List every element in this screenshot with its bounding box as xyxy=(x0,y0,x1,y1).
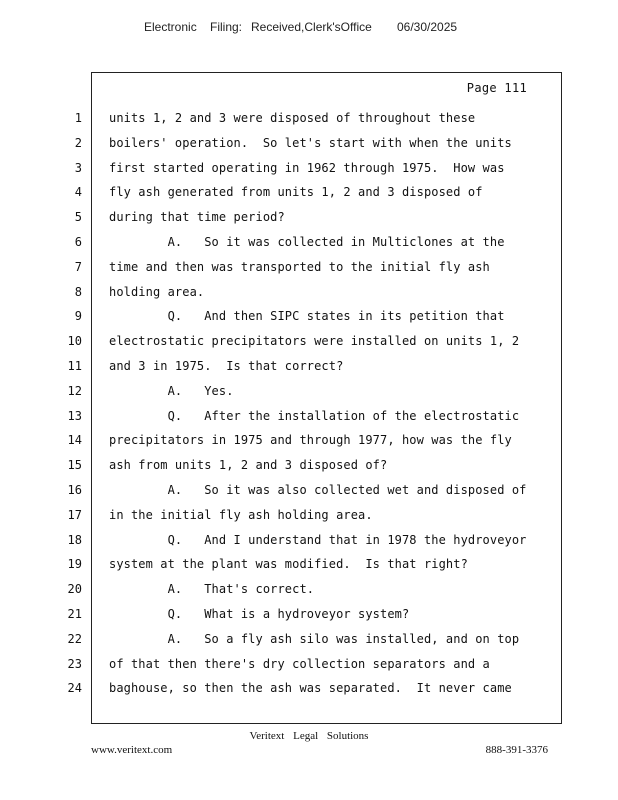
line-number: 1 xyxy=(74,111,82,125)
filing-header: Electronic Filing: Received,Clerk'sOffic… xyxy=(0,20,618,38)
transcript-line: ash from units 1, 2 and 3 disposed of? xyxy=(109,458,388,472)
transcript-page-frame: Page 111 xyxy=(91,72,562,724)
line-number: 17 xyxy=(67,508,82,522)
line-number: 10 xyxy=(67,334,82,348)
page-number: Page 111 xyxy=(466,81,527,95)
transcript-line: electrostatic precipitators were install… xyxy=(109,334,520,348)
line-number: 23 xyxy=(67,657,82,671)
transcript-line: Q. What is a hydroveyor system? xyxy=(109,607,410,621)
transcript-line: system at the plant was modified. Is tha… xyxy=(109,557,468,571)
transcript-line: boilers' operation. So let's start with … xyxy=(109,136,512,150)
line-number: 24 xyxy=(67,681,82,695)
line-number: 16 xyxy=(67,483,82,497)
transcript-line: A. So a fly ash silo was installed, and … xyxy=(109,632,520,646)
transcript-line: units 1, 2 and 3 were disposed of throug… xyxy=(109,111,476,125)
transcript-line: fly ash generated from units 1, 2 and 3 … xyxy=(109,185,483,199)
footer-website: www.veritext.com xyxy=(91,744,173,756)
line-number: 21 xyxy=(67,607,82,621)
transcript-line: Q. And then SIPC states in its petition … xyxy=(109,309,505,323)
line-number: 2 xyxy=(74,136,82,150)
transcript-line: A. That's correct. xyxy=(109,582,315,596)
filing-header-filing: Filing: xyxy=(210,20,243,34)
transcript-line: A. Yes. xyxy=(109,384,234,398)
filing-header-received: Received,Clerk'sOffice xyxy=(251,20,372,34)
transcript-line: in the initial fly ash holding area. xyxy=(109,508,373,522)
transcript-line: holding area. xyxy=(109,285,205,299)
line-number: 20 xyxy=(67,582,82,596)
line-number: 8 xyxy=(74,285,82,299)
line-number: 4 xyxy=(74,185,82,199)
transcript-line: time and then was transported to the ini… xyxy=(109,260,490,274)
line-number: 13 xyxy=(67,409,82,423)
footer-phone: 888-391-3376 xyxy=(485,744,548,756)
line-number: 15 xyxy=(67,458,82,472)
transcript-line: precipitators in 1975 and through 1977, … xyxy=(109,433,512,447)
line-number: 9 xyxy=(74,309,82,323)
filing-header-label: Electronic xyxy=(144,20,197,34)
line-number: 5 xyxy=(74,210,82,224)
transcript-line: and 3 in 1975. Is that correct? xyxy=(109,359,344,373)
line-number: 11 xyxy=(67,359,82,373)
line-number: 6 xyxy=(74,235,82,249)
transcript-line: A. So it was collected in Multiclones at… xyxy=(109,235,505,249)
filing-header-date: 06/30/2025 xyxy=(397,20,458,34)
line-number: 22 xyxy=(67,632,82,646)
transcript-line: Q. After the installation of the electro… xyxy=(109,409,520,423)
transcript-line: A. So it was also collected wet and disp… xyxy=(109,483,527,497)
line-number: 7 xyxy=(74,260,82,274)
transcript-line: during that time period? xyxy=(109,210,285,224)
transcript-line: Q. And I understand that in 1978 the hyd… xyxy=(109,533,527,547)
transcript-line: of that then there's dry collection sepa… xyxy=(109,657,490,671)
footer-company: Veritext Legal Solutions xyxy=(249,730,369,742)
line-number: 14 xyxy=(67,433,82,447)
line-number: 18 xyxy=(67,533,82,547)
line-number: 19 xyxy=(67,557,82,571)
transcript-line: baghouse, so then the ash was separated.… xyxy=(109,681,512,695)
transcript-line: first started operating in 1962 through … xyxy=(109,161,505,175)
line-number: 12 xyxy=(67,384,82,398)
line-number: 3 xyxy=(74,161,82,175)
